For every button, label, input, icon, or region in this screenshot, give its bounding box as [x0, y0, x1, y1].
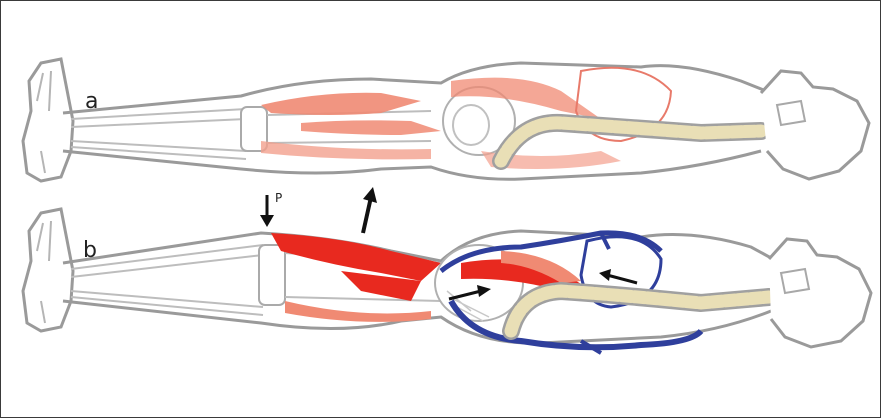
panel-b-figure: [23, 187, 871, 353]
head-a: [761, 71, 869, 179]
panel-label-a: a: [85, 89, 98, 114]
arrow-left-icon: [599, 269, 637, 283]
leg-outline-b: [63, 231, 773, 343]
leg-outline-a: [63, 63, 771, 179]
force-label: P: [275, 191, 282, 205]
panel-label-b: b: [83, 238, 97, 263]
arrow-up-icon: [363, 187, 377, 233]
panel-a-figure: [23, 59, 869, 181]
foot-a: [23, 59, 73, 181]
foot-b: [23, 209, 73, 331]
arrow-down-icon: [260, 195, 274, 227]
